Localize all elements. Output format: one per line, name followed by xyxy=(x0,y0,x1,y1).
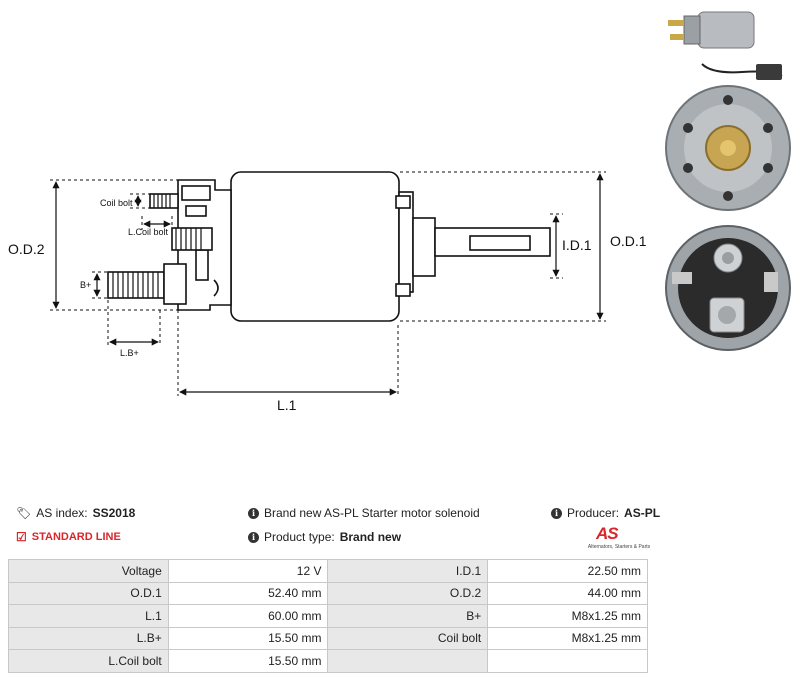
spec-value: 52.40 mm xyxy=(167,581,329,605)
tag-icon: 🏷︎ xyxy=(16,506,32,520)
spec-label: I.D.1 xyxy=(327,559,489,583)
product-type-label: Product type: xyxy=(264,530,335,544)
product-description: i Brand new AS-PL Starter motor solenoid xyxy=(248,506,480,520)
solenoid-front-photo xyxy=(665,85,791,211)
as-index-label: AS index: xyxy=(36,506,88,520)
spec-label: L.1 xyxy=(8,604,169,628)
standard-line-label: STANDARD LINE xyxy=(31,531,121,543)
product-type-value: Brand new xyxy=(339,530,402,544)
product-type: i Product type: Brand new xyxy=(248,530,401,544)
spec-label: L.Coil bolt xyxy=(8,649,169,673)
solenoid-back-photo xyxy=(665,225,791,351)
spec-value: 15.50 mm xyxy=(167,626,329,650)
table-row: L.B+ 15.50 mm Coil bolt M8x1.25 mm xyxy=(8,626,648,650)
spec-label xyxy=(327,649,489,673)
spec-value: 44.00 mm xyxy=(487,581,648,605)
spec-value: M8x1.25 mm xyxy=(487,604,648,628)
table-row: L.Coil bolt 15.50 mm xyxy=(8,649,648,673)
od2-label: O.D.2 xyxy=(8,241,45,257)
table-row: Voltage 12 V I.D.1 22.50 mm xyxy=(8,559,648,583)
spec-value: 22.50 mm xyxy=(487,559,648,583)
info-icon: i xyxy=(248,507,259,519)
spec-value: 60.00 mm xyxy=(167,604,329,628)
solenoid-technical-drawing: O.D.2 O.D.1 I.D.1 L.1 Coil bolt L.Coil b… xyxy=(8,171,647,413)
producer-label: Producer: xyxy=(567,506,620,520)
producer: i Producer: AS-PL xyxy=(551,506,660,520)
solenoid-side-photo xyxy=(668,11,783,80)
coil-bolt-label: Coil bolt xyxy=(100,198,133,208)
as-index-value: SS2018 xyxy=(92,506,136,520)
l1-label: L.1 xyxy=(277,397,297,413)
spec-label: Coil bolt xyxy=(327,626,489,650)
id1-label: I.D.1 xyxy=(562,237,592,253)
spec-label: Voltage xyxy=(8,559,169,583)
l-b-plus-label: L.B+ xyxy=(120,348,139,358)
spec-value: M8x1.25 mm xyxy=(487,626,648,650)
checkbox-icon: ☑ xyxy=(16,530,27,544)
spec-label: B+ xyxy=(327,604,489,628)
producer-value: AS-PL xyxy=(624,506,661,520)
spec-value xyxy=(487,649,648,673)
spec-label: O.D.1 xyxy=(8,581,169,605)
info-icon: i xyxy=(248,531,259,543)
specifications-table: Voltage 12 V I.D.1 22.50 mm O.D.1 52.40 … xyxy=(8,559,648,673)
standard-line: ☑ STANDARD LINE xyxy=(16,530,121,544)
as-pl-logo: AS Alternators, Starters & Parts xyxy=(584,524,654,554)
logo-mark: AS xyxy=(596,524,619,543)
info-icon: i xyxy=(551,507,562,519)
spec-value: 15.50 mm xyxy=(167,649,329,673)
description-text: Brand new AS-PL Starter motor solenoid xyxy=(264,506,480,520)
spec-value: 12 V xyxy=(167,559,329,583)
od1-label: O.D.1 xyxy=(610,233,647,249)
product-photos xyxy=(665,11,791,351)
logo-tagline: Alternators, Starters & Parts xyxy=(587,544,651,550)
spec-label: L.B+ xyxy=(8,626,169,650)
l-coil-bolt-label: L.Coil bolt xyxy=(128,227,169,237)
b-plus-label: B+ xyxy=(80,280,91,290)
table-row: L.1 60.00 mm B+ M8x1.25 mm xyxy=(8,604,648,628)
spec-label: O.D.2 xyxy=(327,581,489,605)
as-index: 🏷︎ AS index: SS2018 xyxy=(16,506,135,520)
table-row: O.D.1 52.40 mm O.D.2 44.00 mm xyxy=(8,581,648,605)
